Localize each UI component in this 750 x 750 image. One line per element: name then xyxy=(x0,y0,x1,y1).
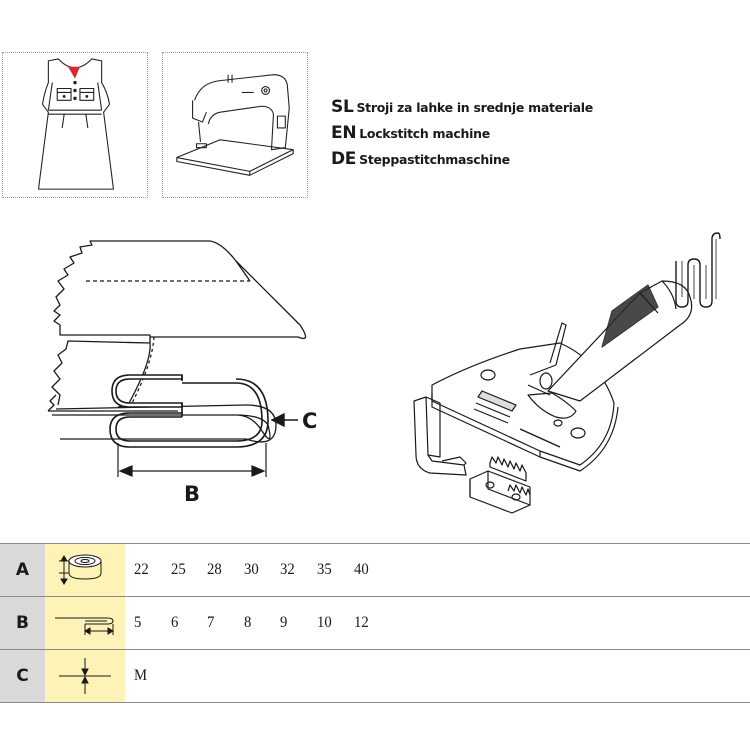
value-cell: 5 xyxy=(134,614,142,631)
value-cell: 10 xyxy=(316,614,332,631)
hem-fold-diagram xyxy=(47,240,307,440)
dimension-b xyxy=(117,443,267,477)
value-cell: 28 xyxy=(207,561,222,578)
spec-row-a: A 22 25 28 30 32 3 xyxy=(0,543,750,597)
value-cell: 30 xyxy=(243,561,259,578)
dimension-b-label: B xyxy=(184,482,200,506)
value-cell: 12 xyxy=(353,614,369,631)
language-text: Steppastitchmaschine xyxy=(359,152,510,167)
spec-table: A 22 25 28 30 32 3 xyxy=(0,543,750,703)
value-cell: M xyxy=(134,667,148,684)
value-cell: 32 xyxy=(280,561,296,578)
value-cell: 35 xyxy=(316,561,332,578)
hemmer-attachment-drawing xyxy=(413,232,721,514)
row-values: 5 6 7 8 9 10 12 xyxy=(134,597,390,649)
tape-roll-width-icon xyxy=(45,544,125,596)
sewing-machine-thumbnail xyxy=(162,52,308,198)
spec-row-b: B 5 6 7 8 9 10 12 xyxy=(0,597,750,650)
folded-hem-width-icon xyxy=(45,597,125,649)
value-cell: 25 xyxy=(170,561,186,578)
value-cell: 6 xyxy=(170,614,178,631)
dimension-c xyxy=(270,412,298,428)
row-values: 22 25 28 30 32 35 40 xyxy=(134,544,390,596)
language-code: EN xyxy=(331,123,357,143)
row-code: A xyxy=(0,544,45,596)
language-text: Stroji za lahke in srednje materiale xyxy=(356,100,593,115)
value-cell: 9 xyxy=(280,614,288,631)
value-cell: 40 xyxy=(353,561,369,578)
sewing-machine-icon xyxy=(176,74,294,176)
drawing-canvas: B C xyxy=(47,232,721,514)
language-code: SL xyxy=(331,97,354,117)
dimension-c-label: C xyxy=(302,409,317,433)
technical-drawings: B C xyxy=(0,225,750,515)
material-thickness-icon xyxy=(45,650,125,702)
value-cell: 22 xyxy=(134,561,149,578)
row-code: C xyxy=(0,650,45,702)
dress-icon xyxy=(37,58,115,190)
dress-thumbnail xyxy=(2,52,148,198)
row-code: B xyxy=(0,597,45,649)
row-values: M xyxy=(134,650,171,702)
folded-hem-outline xyxy=(55,374,277,448)
spec-row-c: C M xyxy=(0,650,750,703)
value-cell: 7 xyxy=(207,614,215,631)
language-code: DE xyxy=(331,149,357,169)
language-text: Lockstitch machine xyxy=(359,126,490,141)
value-cell: 8 xyxy=(243,614,252,631)
